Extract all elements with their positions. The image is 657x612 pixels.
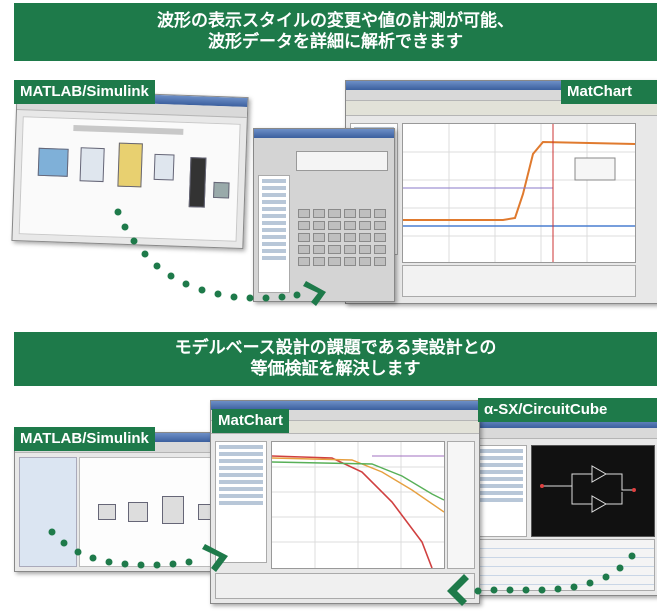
circuit-schematic-view [531,445,655,537]
matchart-bottom-plot [271,441,445,569]
model-block [117,142,143,188]
frequency-response-traces [271,442,445,569]
model-block [188,157,207,208]
bottom-banner-line2: 等価検証を解決します [250,359,421,379]
model-block [153,153,175,181]
matchart-title-bar [346,81,657,90]
settings-dialog-top [253,128,395,302]
top-target-label: MatChart [561,80,657,104]
top-banner: 波形の表示スタイルの変更や値の計測が可能、 波形データを詳細に解析できます [14,3,657,61]
circuitcube-title-bar [459,419,657,428]
top-banner-line2: 波形データを詳細に解析できます [208,32,463,52]
circuitcube-window [458,418,657,596]
model-block [79,147,105,183]
model-title-strip [73,125,184,135]
top-source-label: MATLAB/Simulink [14,80,155,104]
circuitcube-data-table [463,539,655,591]
matchart-status-panel [402,265,636,297]
matchart-toolbar [346,101,657,116]
trace-orange [271,457,445,513]
matchart-menu-bar [346,90,657,101]
simulink-window-top [11,88,249,250]
waveform-trace-orange [403,140,636,221]
matchart-bottom-title-bar [211,401,479,410]
measurement-readout-box [574,157,616,181]
model-block [128,502,148,522]
matchart-bottom-menu-bar [211,410,479,421]
matchart-bottom-legend [447,441,475,569]
trace-red [271,455,433,569]
circuitcube-toolbar [459,428,657,439]
simulink-bottom-browser [19,457,77,567]
dialog-title-bar [254,129,394,138]
simulink-bottom-canvas [79,457,231,567]
dialog-fields [296,151,388,171]
bottom-center-label: MatChart [212,409,290,433]
matchart-waveform-plot [402,123,636,263]
dialog-item-list [258,175,290,293]
model-block [37,147,69,177]
waveform-traces [403,124,636,262]
schematic-drawing [540,465,636,513]
matchart-bottom-status [215,573,475,599]
model-block [162,496,184,524]
bottom-source-label: MATLAB/Simulink [14,427,155,451]
simulink-window-bottom [14,432,236,572]
trace-green [271,461,445,501]
model-block [98,504,116,520]
top-banner-line1: 波形の表示スタイルの変更や値の計測が可能、 [157,11,514,31]
model-block [213,181,230,199]
bottom-banner: モデルベース設計の課題である実設計との 等価検証を解決します [14,332,657,386]
matchart-bottom-signal-list [215,441,267,563]
bottom-right-label: α-SX/CircuitCube [478,398,657,422]
dialog-button-grid [298,209,386,266]
simulink-model-canvas [18,116,241,242]
matchart-window-bottom [210,400,480,604]
bottom-banner-line1: モデルベース設計の課題である実設計との [174,338,497,358]
